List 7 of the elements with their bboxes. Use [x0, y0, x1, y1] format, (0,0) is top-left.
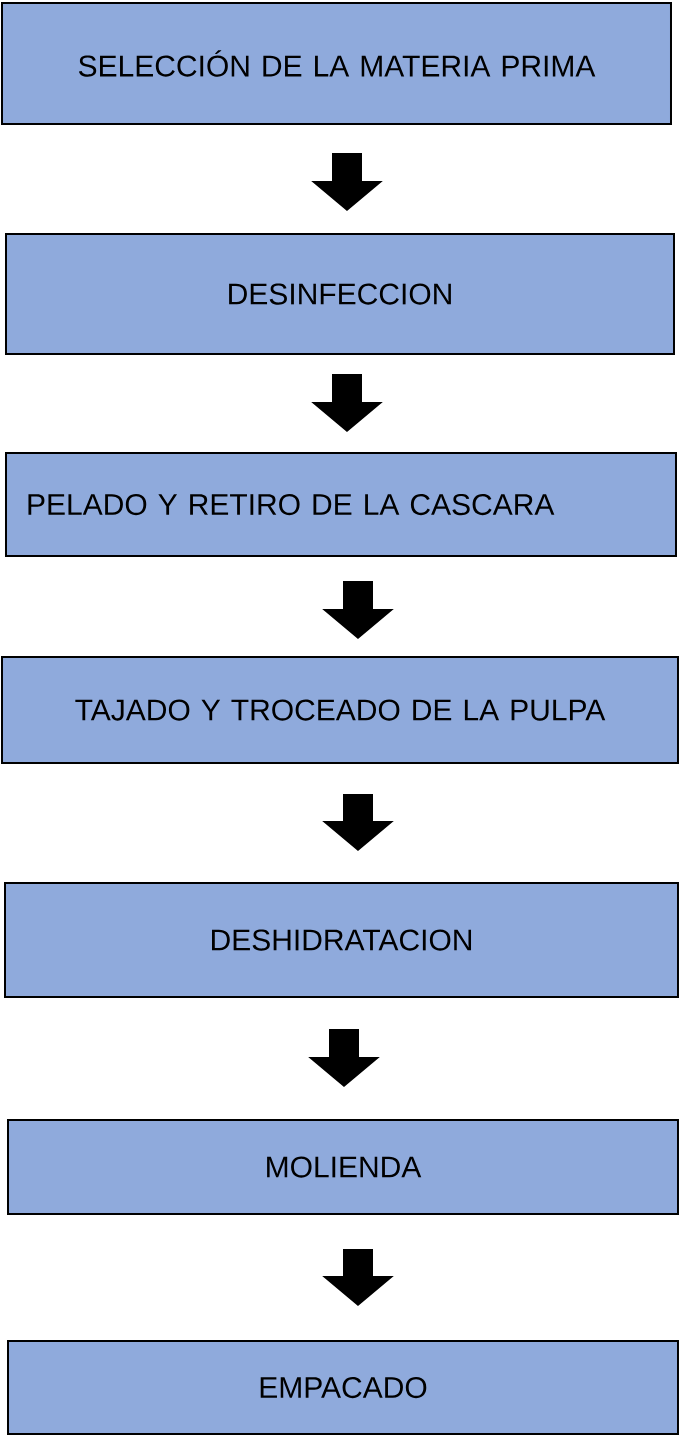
process-box: PELADO Y RETIRO DE LA CASCARA	[5, 452, 677, 557]
process-box: TAJADO Y TROCEADO DE LA PULPA	[1, 656, 679, 764]
process-box: DESHIDRATACION	[4, 882, 679, 998]
process-box: SELECCIÓN DE LA MATERIA PRIMA	[1, 2, 672, 125]
process-box: DESINFECCION	[5, 233, 675, 355]
process-box: EMPACADO	[7, 1340, 679, 1435]
process-box: MOLIENDA	[7, 1119, 679, 1215]
